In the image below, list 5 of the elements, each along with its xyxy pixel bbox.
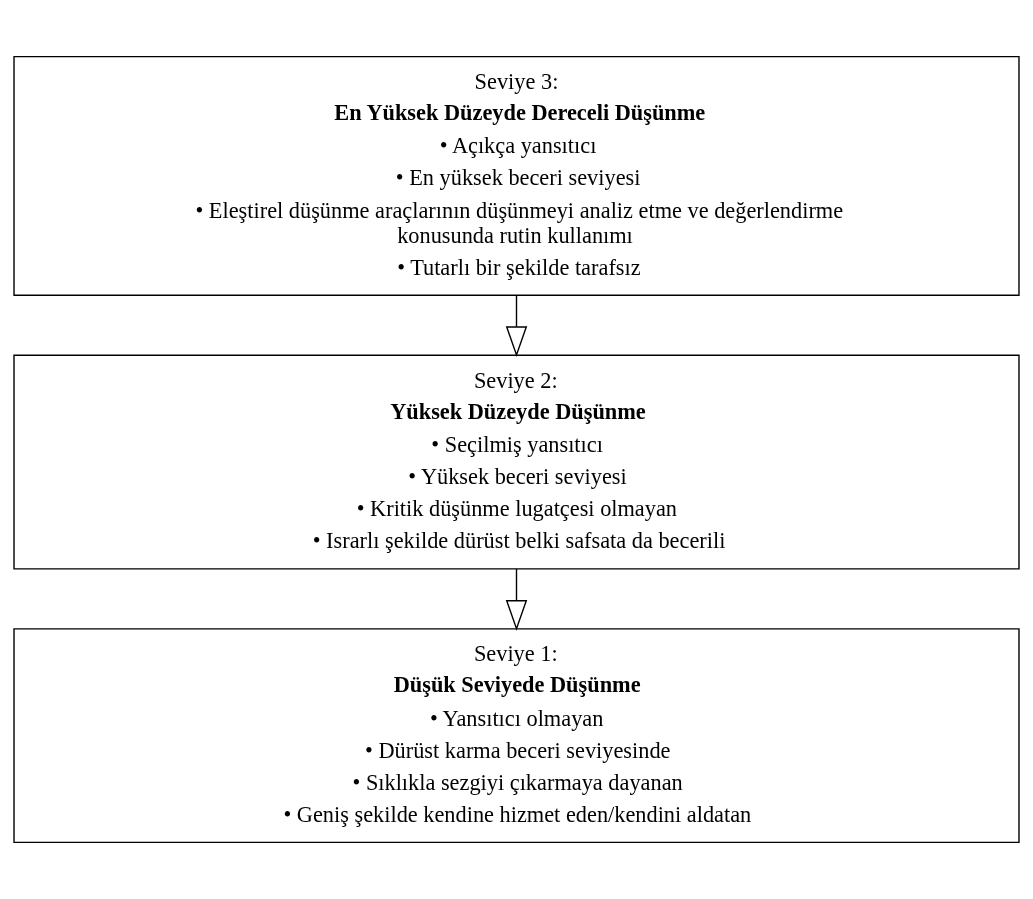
arrow [505,568,528,631]
node-box: Seviye 3: En Yüksek Düzeyde Dereceli Düşünme • Açıkça yansıtıcı • En yüksek beceri seviyesi • Eleştirel düşünme araçlarının düşünmeyi analiz etme ve değerlendirme konusunda rutin kullanımı • Tutarlı bir şekilde tarafsız [13,55,1020,296]
node-box: Seviye 2: Yüksek Düzeyde Düşünme • Seçilmiş yansıtıcı • Yüksek beceri seviyesi • Kritik düşünme lugatçesi olmayan • Israrlı şekilde dürüst belki safsata da becerili [13,354,1020,570]
node-box: Seviye 1: Düşük Seviyede Düşünme • Yansıtıcı olmayan • Dürüst karma beceri seviyesinde • Sıklıkla sezgiyi çıkarmaya dayanan • Geniş şekilde kendine hizmet eden/kendini aldatan [13,628,1020,844]
arrow [505,294,528,358]
